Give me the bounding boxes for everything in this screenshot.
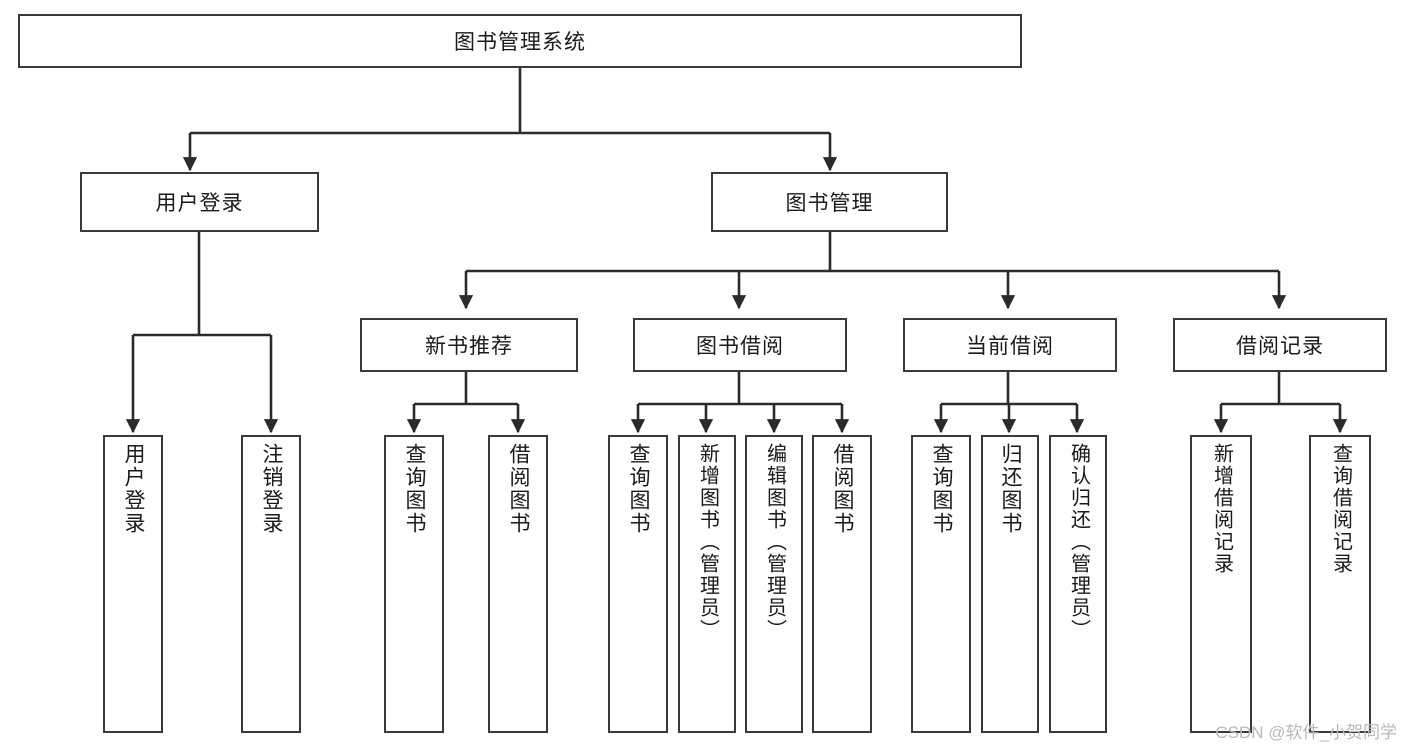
leaf-confirm-return-admin[interactable]: 确认归还（管理员） (1049, 435, 1107, 733)
node-borrow-record[interactable]: 借阅记录 (1173, 318, 1387, 372)
leaf-add-book-admin[interactable]: 新增图书（管理员） (678, 435, 736, 733)
leaf-query-book-cb[interactable]: 查询图书 (911, 435, 971, 733)
leaf-query-book-bb-label: 查询图书 (627, 443, 651, 535)
leaf-logout[interactable]: 注销登录 (241, 435, 301, 733)
leaf-add-borrow-record[interactable]: 新增借阅记录 (1190, 435, 1252, 733)
leaf-return-book[interactable]: 归还图书 (981, 435, 1039, 733)
leaf-query-borrow-record[interactable]: 查询借阅记录 (1309, 435, 1371, 733)
node-borrow-record-label: 借阅记录 (1236, 335, 1324, 358)
leaf-query-book-nbr[interactable]: 查询图书 (384, 435, 444, 733)
node-new-book-recommend[interactable]: 新书推荐 (360, 318, 578, 372)
leaf-borrow-book-nbr[interactable]: 借阅图书 (488, 435, 548, 733)
leaf-borrow-book-bb[interactable]: 借阅图书 (812, 435, 872, 733)
leaf-query-book-cb-label: 查询图书 (930, 443, 954, 535)
node-root-label: 图书管理系统 (454, 31, 586, 54)
leaf-borrow-book-nbr-label: 借阅图书 (507, 443, 531, 535)
leaf-user-login[interactable]: 用户登录 (103, 435, 163, 733)
node-book-management[interactable]: 图书管理 (711, 172, 948, 232)
leaf-query-book-bb[interactable]: 查询图书 (608, 435, 668, 733)
node-root[interactable]: 图书管理系统 (18, 14, 1022, 68)
leaf-user-login-label: 用户登录 (122, 443, 146, 535)
leaf-add-borrow-record-label: 新增借阅记录 (1210, 443, 1233, 575)
leaf-query-book-nbr-label: 查询图书 (403, 443, 427, 535)
leaf-return-book-label: 归还图书 (999, 443, 1023, 535)
node-book-management-label: 图书管理 (785, 192, 874, 215)
node-new-book-recommend-label: 新书推荐 (425, 335, 513, 358)
node-user-login-label: 用户登录 (155, 192, 244, 215)
leaf-edit-book-admin[interactable]: 编辑图书（管理员） (745, 435, 803, 733)
node-book-borrow[interactable]: 图书借阅 (633, 318, 847, 372)
leaf-borrow-book-bb-label: 借阅图书 (831, 443, 855, 535)
node-user-login[interactable]: 用户登录 (80, 172, 319, 232)
leaf-edit-book-admin-label: 编辑图书（管理员） (763, 443, 786, 641)
leaf-add-book-admin-label: 新增图书（管理员） (696, 443, 719, 641)
leaf-query-borrow-record-label: 查询借阅记录 (1329, 443, 1352, 575)
node-current-borrow[interactable]: 当前借阅 (903, 318, 1117, 372)
leaf-logout-label: 注销登录 (260, 443, 284, 535)
leaf-confirm-return-admin-label: 确认归还（管理员） (1067, 443, 1090, 641)
node-book-borrow-label: 图书借阅 (696, 335, 784, 358)
node-current-borrow-label: 当前借阅 (966, 335, 1054, 358)
